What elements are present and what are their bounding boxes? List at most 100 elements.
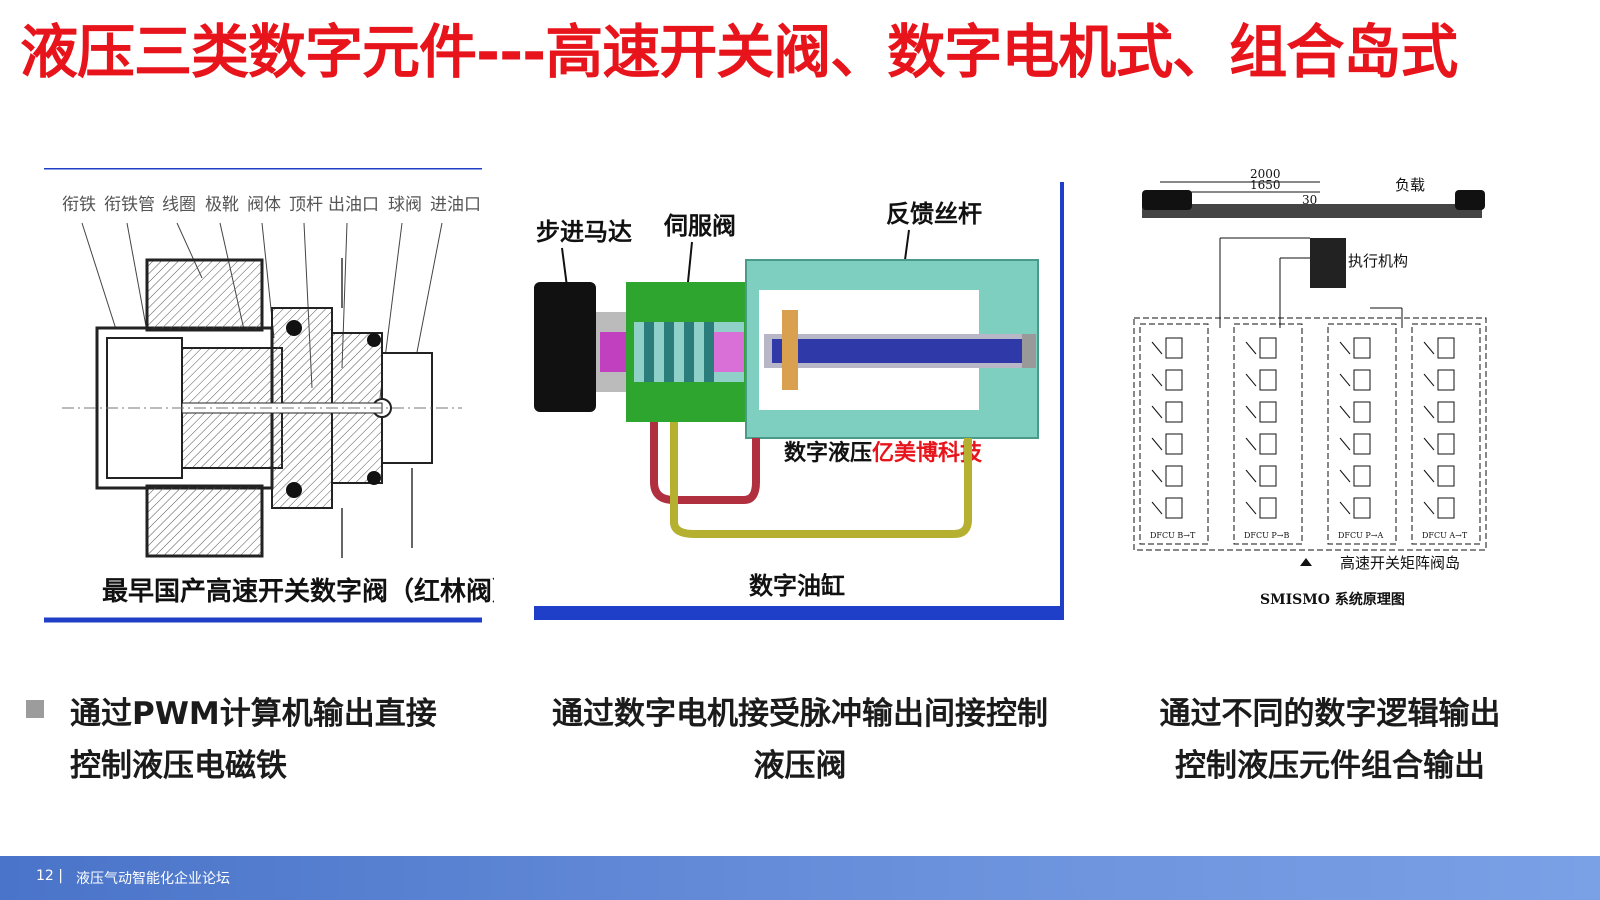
actuator: [1310, 238, 1346, 288]
orifice-mark: [1245, 437, 1257, 451]
unit-label: DFCU A→T: [1422, 531, 1468, 540]
part-label: 线圈: [162, 195, 196, 215]
unit-label: DFCU B→T: [1150, 531, 1196, 540]
figure-high-speed-valve: 衔铁 衔铁管 线圈 极靴 阀体 顶杆 出油口 球阀 进油口: [42, 166, 518, 638]
orifice-mark: [1245, 341, 1257, 355]
feedback-screw: [772, 339, 1022, 363]
caption-line: 液压阀: [753, 748, 847, 784]
orifice-mark: [1245, 501, 1257, 515]
orifice-mark: [1423, 501, 1435, 515]
valve-cell: [1437, 369, 1455, 391]
part-label: 阀体: [247, 195, 281, 215]
bullet-square: [26, 700, 44, 718]
orifice-mark: [1339, 469, 1351, 483]
dfcu-units: [1133, 317, 1487, 551]
valve-cell: [1165, 465, 1183, 487]
valve-cell: [1353, 497, 1371, 519]
valve-cell: [1165, 497, 1183, 519]
orifice-mark: [1151, 405, 1163, 419]
figure-digital-cylinder: 步进马达 伺服阀 反馈丝杆 数字液压 亿美博科技 数字油缸: [534, 182, 1066, 632]
part-label: 进油口: [430, 195, 481, 215]
valve-cell: [1165, 369, 1183, 391]
orifice-mark: [1423, 469, 1435, 483]
label-servo: 伺服阀: [663, 212, 736, 240]
part-label: 出油口: [328, 195, 379, 215]
valve-cell: [1353, 433, 1371, 455]
valve-cell: [1165, 401, 1183, 423]
blue-base-bar: [534, 606, 1064, 620]
valve-cell: [1259, 337, 1277, 359]
valve-cell: [1259, 465, 1277, 487]
orifice-mark: [1151, 469, 1163, 483]
orifice-mark: [1245, 469, 1257, 483]
dim-label: 2000: [1250, 168, 1281, 181]
valve-cell: [1437, 337, 1455, 359]
right-figure-caption: SMISMO 系统原理图: [1260, 591, 1405, 608]
valve-cell: [1437, 497, 1455, 519]
caption-line: 控制液压电磁铁: [70, 748, 287, 784]
orifice-mark: [1245, 405, 1257, 419]
unit-label: DFCU P→A: [1338, 531, 1383, 540]
valve-cell: [1259, 401, 1277, 423]
caption-line: 通过数字电机接受脉冲输出间接控制: [552, 696, 1048, 732]
label-actuator: 执行机构: [1348, 252, 1408, 270]
valve-cross-section: 衔铁 衔铁管 线圈 极靴 阀体 顶杆 出油口 球阀 进油口: [44, 166, 518, 623]
page-number: 12 |: [36, 868, 63, 884]
orifice-mark: [1423, 373, 1435, 387]
orifice-mark: [1339, 341, 1351, 355]
part-label: 衔铁管: [104, 195, 155, 215]
valve-cell: [1437, 465, 1455, 487]
footer-org: 液压气动智能化企业论坛: [76, 871, 230, 887]
caption-line: 通过不同的数字逻辑输出: [1159, 696, 1501, 732]
valve-cell: [1259, 369, 1277, 391]
label-stepper: 步进马达: [536, 218, 632, 246]
valve-cell: [1259, 497, 1277, 519]
orifice-mark: [1151, 437, 1163, 451]
part-label: 极靴: [205, 195, 239, 215]
orifice-mark: [1245, 373, 1257, 387]
orifice-mark: [1151, 341, 1163, 355]
digital-cylinder-diagram: 步进马达 伺服阀 反馈丝杆 数字液压 亿美博科技 数字油缸: [534, 182, 1064, 620]
figure-smismo: 2000 1650 30 负载 执行机构 DFCU B→T DFCU P→B D…: [1130, 167, 1550, 628]
label-island: 高速开关矩阵阀岛: [1340, 554, 1460, 572]
watermark-a: 数字液压: [784, 440, 872, 466]
left-figure-caption: 最早国产高速开关数字阀（红林阀）: [102, 576, 494, 607]
caption-line: 控制液压元件组合输出: [1175, 748, 1485, 784]
part-label: 顶杆: [289, 195, 323, 215]
orifice-mark: [1339, 373, 1351, 387]
unit-label: DFCU P→B: [1244, 531, 1289, 540]
part-label: 衔铁: [62, 195, 96, 215]
smismo-schematic: 2000 1650 30 负载 执行机构 DFCU B→T DFCU P→B D…: [1133, 167, 1487, 608]
valve-cell: [1165, 433, 1183, 455]
valve-cell: [1353, 401, 1371, 423]
orifice-mark: [1339, 405, 1351, 419]
caption-left: 通过PWM计算机输出直接 控制液压电磁铁: [70, 688, 510, 792]
footer-bar: 12 | 液压气动智能化企业论坛: [0, 856, 1600, 900]
stepper-motor: [534, 282, 596, 412]
orifice-mark: [1423, 437, 1435, 451]
label-feedback: 反馈丝杆: [886, 200, 982, 228]
label-load: 负载: [1395, 176, 1425, 194]
caption-line: 通过PWM计算机输出直接: [70, 696, 437, 732]
valve-cell: [1165, 337, 1183, 359]
orifice-mark: [1151, 373, 1163, 387]
beam: [1142, 204, 1482, 218]
orifice-mark: [1339, 437, 1351, 451]
valve-cell: [1259, 433, 1277, 455]
part-label: 球阀: [388, 195, 422, 215]
dim-label: 1650: [1250, 178, 1281, 192]
valve-cell: [1437, 433, 1455, 455]
orifice-mark: [1423, 341, 1435, 355]
caption-middle: 通过数字电机接受脉冲输出间接控制 液压阀: [520, 688, 1080, 792]
label-cylinder: 数字油缸: [749, 572, 845, 600]
valve-cell: [1353, 465, 1371, 487]
orifice-mark: [1339, 501, 1351, 515]
slide-title: 液压三类数字元件---高速开关阀、数字电机式、组合岛式: [20, 18, 1458, 86]
valve-cell: [1353, 337, 1371, 359]
orifice-mark: [1151, 501, 1163, 515]
orifice-mark: [1423, 405, 1435, 419]
valve-cell: [1437, 401, 1455, 423]
dim-label: 30: [1302, 193, 1317, 207]
caption-right: 通过不同的数字逻辑输出 控制液压元件组合输出: [1130, 688, 1530, 792]
valve-cell: [1353, 369, 1371, 391]
